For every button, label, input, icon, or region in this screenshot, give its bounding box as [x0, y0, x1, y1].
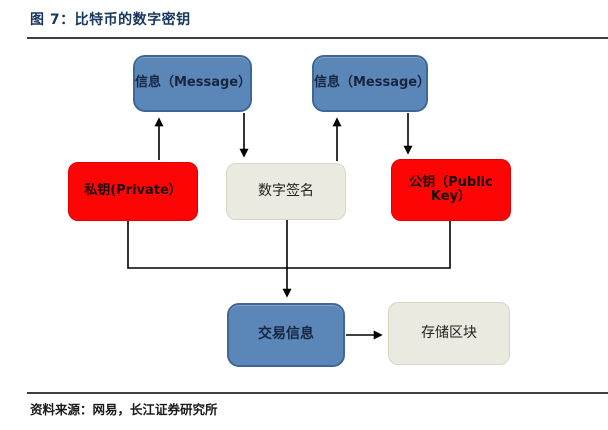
top-divider [27, 37, 608, 39]
node-transaction-info-label: 交易信息 [258, 326, 314, 343]
node-message-left: 信息（Message） [133, 55, 252, 112]
node-storage-block-label: 存储区块 [421, 324, 477, 341]
node-message-right: 信息（Message） [312, 55, 431, 112]
figure-title: 图 7：比特币的数字密钥 [30, 12, 191, 28]
bottom-divider [27, 392, 608, 394]
node-private-key-label: 私钥(Private） [84, 183, 182, 199]
source-note: 资料来源：网易，长江证券研究所 [30, 402, 218, 417]
node-public-key-label: 公钥（Public Key） [409, 174, 493, 204]
node-digital-signature-label: 数字签名 [258, 182, 314, 199]
node-transaction-info: 交易信息 [227, 303, 345, 367]
node-message-left-label: 信息（Message） [135, 75, 252, 91]
node-message-right-label: 信息（Message） [314, 75, 431, 91]
node-digital-signature: 数字签名 [226, 163, 346, 220]
node-storage-block: 存储区块 [388, 302, 510, 365]
node-public-key: 公钥（Public Key） [391, 159, 511, 221]
node-private-key: 私钥(Private） [68, 162, 198, 221]
